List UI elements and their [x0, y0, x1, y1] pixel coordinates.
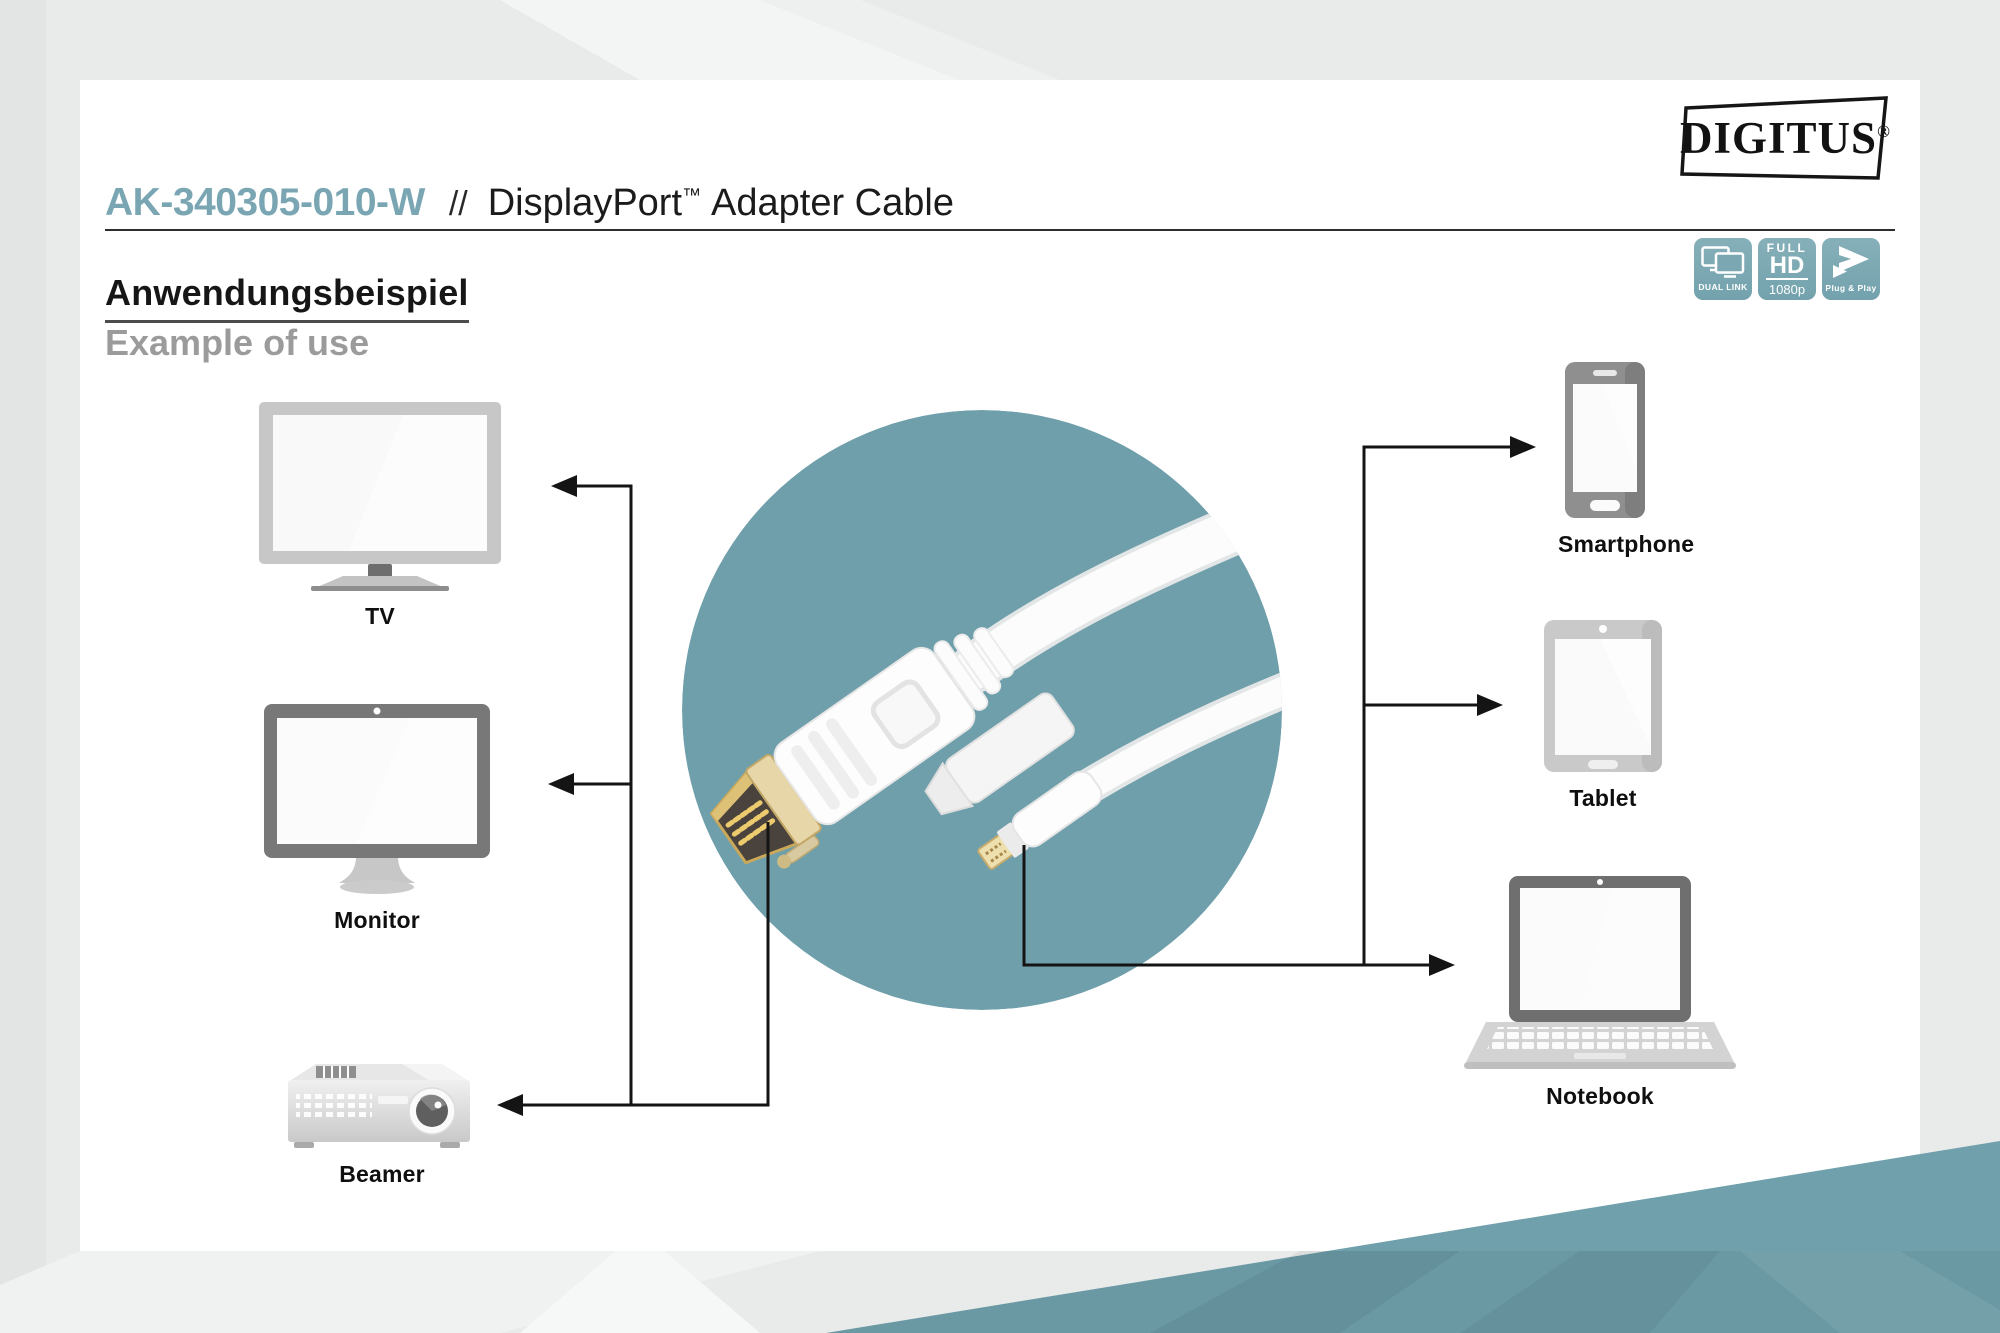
- badge-1080p-label: 1080p: [1768, 281, 1806, 297]
- badge-hd-label: HD: [1769, 251, 1805, 279]
- section-heading-de: Anwendungsbeispiel: [105, 272, 469, 323]
- notebook-icon: [1464, 876, 1736, 1069]
- device-smartphone: Smartphone: [1558, 360, 1695, 558]
- smartphone-icon: [1565, 362, 1645, 518]
- tv-icon: [259, 402, 501, 591]
- device-beamer: Beamer: [282, 1058, 482, 1188]
- arrowhead-smartphone: [1510, 436, 1536, 458]
- product-name-rest: Adapter Cable: [711, 182, 954, 224]
- device-label-notebook: Notebook: [1546, 1083, 1654, 1109]
- feature-badges: DUAL LINK FULL HD 1080p Plug & Play: [1694, 238, 1880, 300]
- badge-plug-play: Plug & Play: [1822, 238, 1880, 300]
- arrowhead-notebook: [1429, 954, 1455, 976]
- digitus-logo: DIGITUS®: [1680, 94, 1892, 182]
- section-heading-en: Example of use: [105, 322, 370, 363]
- dual-monitors-icon: [1701, 246, 1745, 278]
- displayport-plug: [924, 692, 1075, 816]
- badge-dual-link-label: DUAL LINK: [1698, 282, 1748, 292]
- badge-dual-link: DUAL LINK: [1694, 238, 1752, 300]
- arrowhead-tablet: [1477, 694, 1503, 716]
- arrowhead-monitor: [548, 773, 574, 795]
- product-code: AK-340305-010-W: [105, 181, 425, 224]
- arrowhead-beamer: [497, 1094, 523, 1116]
- minidp-cable: [1066, 670, 1282, 806]
- logo-text: DIGITUS®: [1680, 113, 1891, 163]
- device-label-tablet: Tablet: [1569, 785, 1637, 811]
- badge-divider: [1766, 278, 1808, 281]
- monitor-icon: [264, 704, 490, 894]
- tablet-icon: [1544, 620, 1662, 772]
- device-label-smartphone: Smartphone: [1558, 531, 1695, 557]
- badge-full-hd: FULL HD 1080p: [1758, 238, 1816, 300]
- product-name: DisplayPort™ Adapter Cable: [488, 182, 954, 225]
- beamer-icon: [288, 1064, 470, 1148]
- product-name-brand: DisplayPort: [487, 182, 683, 224]
- dvi-connector: [709, 627, 1015, 869]
- arrowhead-tv: [551, 475, 577, 497]
- page-title: AK-340305-010-W // DisplayPort™ Adapter C…: [105, 181, 954, 225]
- corner-wedge: [826, 1141, 2000, 1333]
- trademark-symbol: ™: [682, 185, 702, 207]
- connection-lines: [509, 445, 1528, 1107]
- registered-symbol: ®: [1877, 122, 1891, 141]
- device-tablet: Tablet: [1542, 618, 1664, 812]
- header-divider: [105, 229, 1895, 231]
- device-label-tv: TV: [365, 603, 395, 629]
- product-photo-circle: [682, 410, 1282, 1010]
- mini-displayport-connector: [977, 770, 1103, 870]
- device-label-beamer: Beamer: [339, 1161, 425, 1187]
- device-notebook: Notebook: [1462, 872, 1738, 1110]
- title-separator: //: [448, 185, 468, 223]
- device-monitor: Monitor: [260, 702, 494, 934]
- logo-frame-icon: [1680, 96, 1888, 180]
- plug-arrow-icon: [1833, 246, 1869, 279]
- device-label-monitor: Monitor: [334, 907, 420, 933]
- badge-full-label: FULL: [1766, 241, 1808, 256]
- device-tv: TV: [253, 400, 507, 630]
- badge-plug-play-label: Plug & Play: [1825, 282, 1877, 293]
